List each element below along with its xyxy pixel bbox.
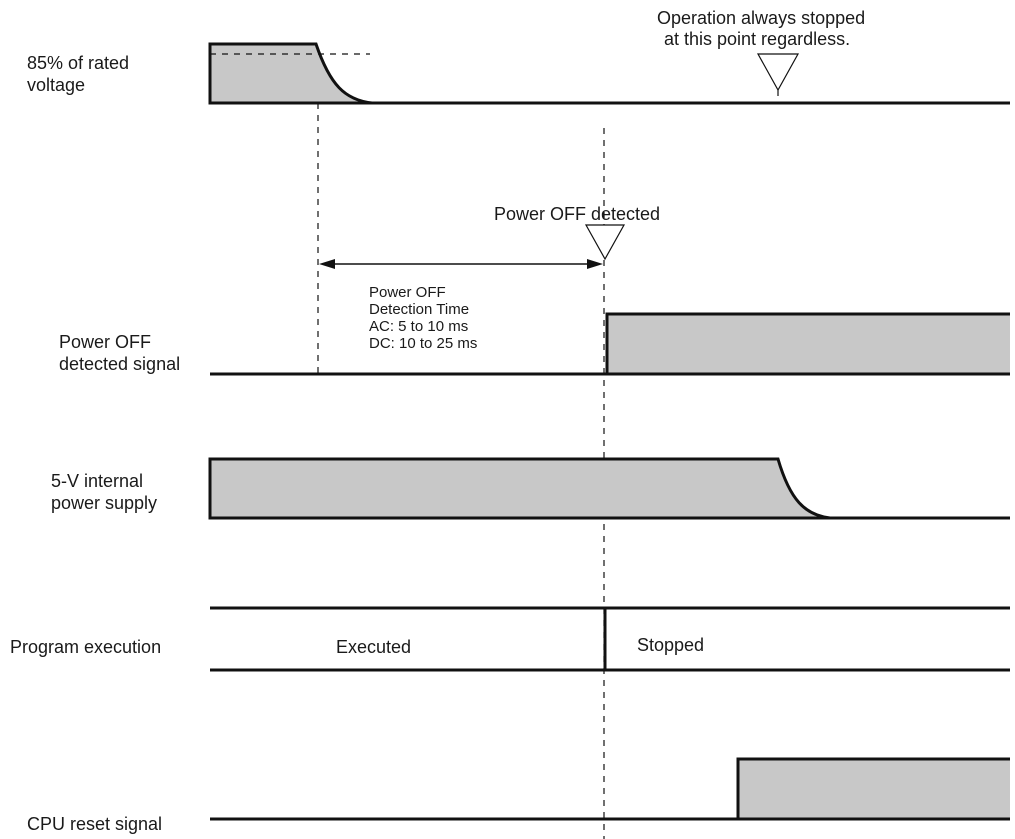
internal-supply-label: 5-V internal power supply — [51, 471, 157, 513]
power-off-detected-annotation: Power OFF detected — [494, 204, 660, 261]
cpu-reset-label: CPU reset signal — [27, 814, 162, 834]
stopped-state-text: Stopped — [637, 635, 704, 655]
internal-supply-row: 5-V internal power supply — [51, 457, 1010, 520]
arrowhead-right — [587, 259, 603, 269]
power-off-signal-row: Power OFF detected signal — [59, 312, 1010, 376]
power-off-signal-edge — [605, 312, 1010, 374]
power-off-signal-label: Power OFF detected signal — [59, 332, 180, 374]
operation-stopped-text: Operation always stopped at this point r… — [657, 8, 870, 49]
voltage-label: 85% of rated voltage — [27, 53, 134, 95]
power-off-detected-marker — [584, 224, 626, 261]
program-execution-label: Program execution — [10, 637, 161, 657]
voltage-row: 85% of rated voltage — [27, 42, 1010, 105]
cpu-reset-waveform — [738, 759, 1010, 819]
detection-time-span: Power OFF Detection Time AC: 5 to 10 ms … — [319, 259, 603, 352]
operation-stopped-annotation: Operation always stopped at this point r… — [657, 8, 870, 103]
cpu-reset-edge — [736, 757, 1010, 819]
detection-time-text: Power OFF Detection Time AC: 5 to 10 ms … — [369, 284, 477, 352]
internal-supply-waveform — [208, 457, 831, 520]
voltage-waveform — [208, 42, 373, 105]
executed-state-text: Executed — [336, 637, 411, 657]
power-off-signal-waveform — [607, 314, 1010, 374]
power-off-detected-text: Power OFF detected — [494, 204, 660, 224]
operation-stopped-marker — [756, 53, 800, 92]
arrowhead-left — [319, 259, 335, 269]
program-execution-row: Program execution Executed Stopped — [10, 606, 1010, 672]
cpu-reset-row: CPU reset signal — [27, 757, 1010, 834]
